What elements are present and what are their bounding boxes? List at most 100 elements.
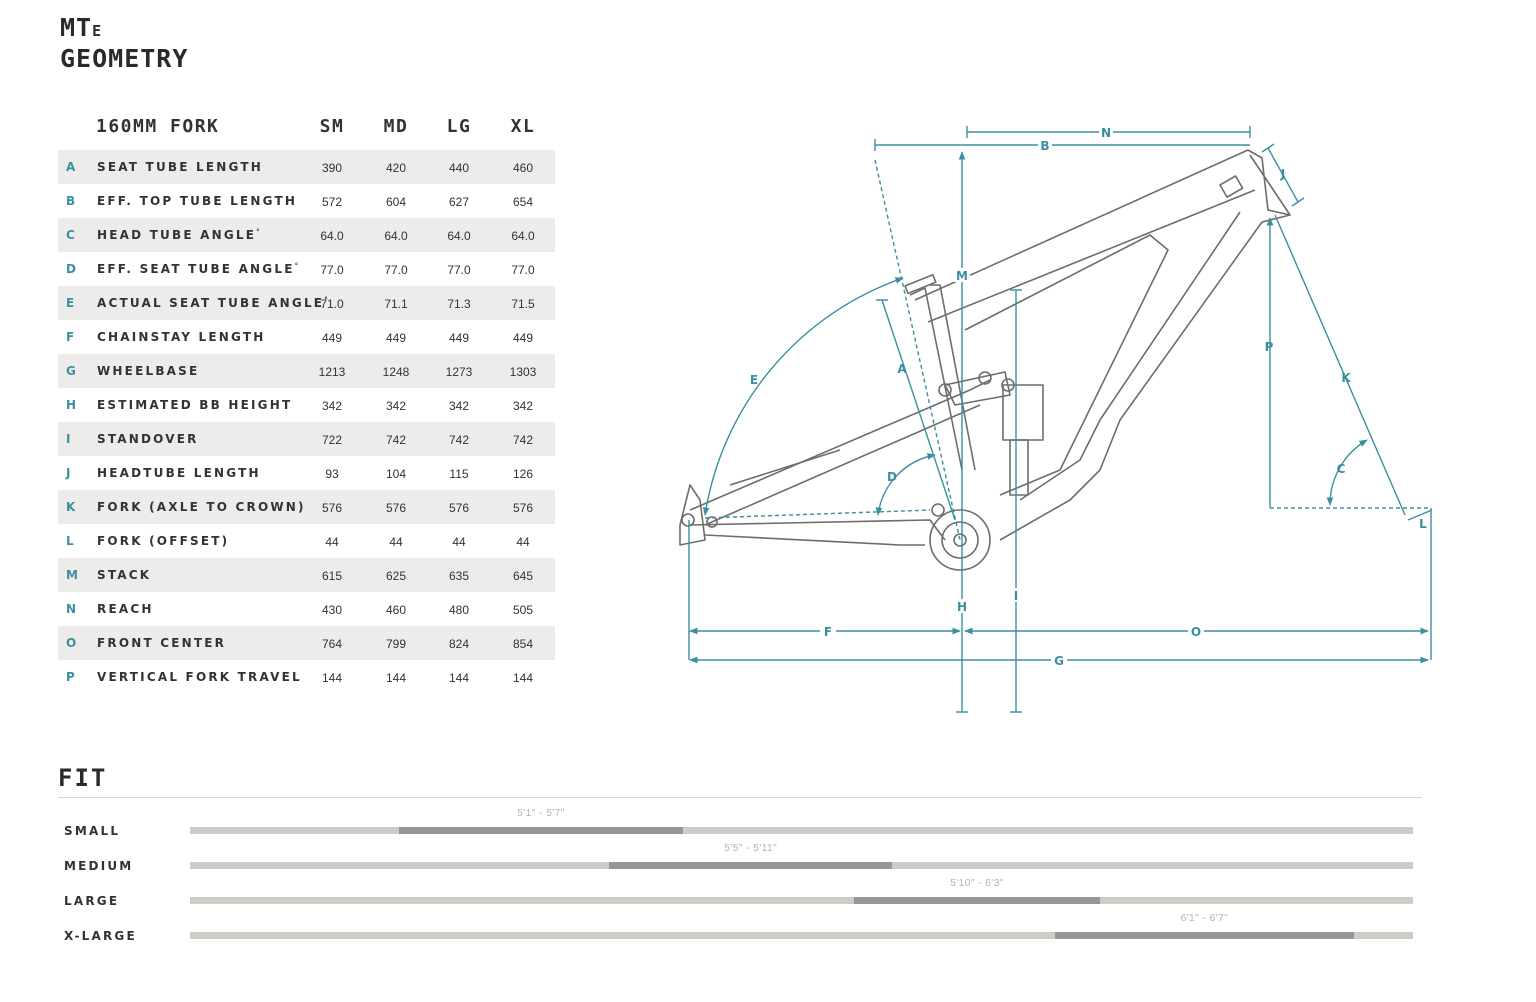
dim-label-m: M bbox=[956, 269, 968, 283]
row-letter: A bbox=[66, 160, 76, 174]
row-value-sm: 1213 bbox=[318, 365, 346, 379]
row-letter: I bbox=[66, 432, 71, 446]
row-label-text: FORK (OFFSET) bbox=[97, 534, 230, 548]
row-letter: B bbox=[66, 194, 76, 208]
fit-range-bar bbox=[854, 897, 1100, 904]
row-value-sm: 93 bbox=[325, 467, 339, 481]
row-value-md: 799 bbox=[385, 637, 407, 651]
row-label-text: HEADTUBE LENGTH bbox=[97, 466, 261, 480]
row-value-md: 576 bbox=[385, 501, 407, 515]
row-value-sm: 342 bbox=[321, 399, 343, 413]
fit-track: 5'10" - 6'3" bbox=[190, 878, 1413, 904]
row-value-xl: 654 bbox=[512, 195, 534, 209]
fit-divider bbox=[58, 797, 1422, 798]
dim-label-e: E bbox=[750, 373, 758, 387]
row-value-lg: 1273 bbox=[445, 365, 473, 379]
dim-label-n: N bbox=[1101, 126, 1111, 140]
dim-label-c: C bbox=[1337, 462, 1346, 476]
row-label: HEADTUBE LENGTH bbox=[97, 466, 261, 480]
row-value-lg: 64.0 bbox=[447, 229, 471, 243]
size-header-sm: SM bbox=[319, 116, 345, 137]
page-heading: GEOMETRY bbox=[60, 44, 189, 73]
dim-label-k: K bbox=[1341, 371, 1351, 385]
row-label-text: STACK bbox=[97, 568, 152, 582]
row-value-lg: 824 bbox=[448, 637, 470, 651]
dim-label-o: O bbox=[1191, 625, 1201, 639]
row-label: EFF. SEAT TUBE ANGLE° bbox=[97, 262, 298, 276]
row-letter: N bbox=[66, 602, 77, 616]
row-value-md: 342 bbox=[385, 399, 407, 413]
row-value-md: 144 bbox=[385, 671, 407, 685]
row-label: ACTUAL SEAT TUBE ANGLE° bbox=[97, 296, 328, 310]
row-value-lg: 115 bbox=[449, 467, 469, 481]
row-value-xl: 460 bbox=[512, 161, 534, 175]
row-label-text: REACH bbox=[97, 602, 154, 616]
fit-track: 6'1" - 6'7" bbox=[190, 913, 1413, 939]
row-letter: H bbox=[66, 398, 77, 412]
row-label-text: STANDOVER bbox=[97, 432, 199, 446]
dim-label-j: J bbox=[1280, 167, 1285, 181]
row-label-text: HEAD TUBE ANGLE bbox=[97, 228, 257, 242]
row-value-sm: 64.0 bbox=[320, 229, 344, 243]
row-value-xl: 126 bbox=[512, 467, 534, 481]
row-letter: K bbox=[66, 500, 76, 514]
fit-title: FIT bbox=[58, 764, 108, 792]
row-value-md: 64.0 bbox=[384, 229, 408, 243]
dim-label-p: P bbox=[1265, 340, 1274, 354]
row-letter: D bbox=[66, 262, 76, 276]
row-value-xl: 576 bbox=[512, 501, 534, 515]
row-label-text: VERTICAL FORK TRAVEL bbox=[97, 670, 302, 684]
row-label: ESTIMATED BB HEIGHT bbox=[97, 398, 292, 412]
row-value-md: 420 bbox=[385, 161, 407, 175]
row-value-lg: 627 bbox=[448, 195, 470, 209]
row-value-lg: 449 bbox=[448, 331, 470, 345]
row-letter: L bbox=[66, 534, 74, 548]
dim-label-l: L bbox=[1419, 517, 1427, 531]
row-label-text: WHEELBASE bbox=[97, 364, 200, 378]
row-value-xl: 449 bbox=[512, 331, 534, 345]
row-label: REACH bbox=[97, 602, 154, 616]
fit-range-bar bbox=[1054, 932, 1355, 939]
fit-range-label: 5'10" - 6'3" bbox=[950, 878, 1004, 889]
row-value-xl: 44 bbox=[516, 535, 530, 549]
fit-range-label: 5'1" - 5'7" bbox=[517, 808, 565, 819]
row-label: FRONT CENTER bbox=[97, 636, 226, 650]
row-label: FORK (AXLE TO CROWN) bbox=[97, 500, 306, 514]
row-value-sm: 430 bbox=[321, 603, 343, 617]
dim-label-b: B bbox=[1040, 139, 1049, 153]
geometry-diagram: N B M A E D J P K C L I H F O G bbox=[679, 125, 1433, 713]
bike-frame bbox=[679, 149, 1291, 571]
fit-track: 5'1" - 5'7" bbox=[190, 808, 1413, 834]
row-letter: F bbox=[66, 330, 75, 344]
row-value-xl: 645 bbox=[512, 569, 534, 583]
dim-label-d: D bbox=[887, 470, 897, 484]
row-label: HEAD TUBE ANGLE° bbox=[97, 228, 260, 242]
row-value-sm: 572 bbox=[321, 195, 343, 209]
row-value-md: 77.0 bbox=[384, 263, 408, 277]
degree-mark: ° bbox=[256, 228, 260, 236]
row-value-sm: 44 bbox=[325, 535, 339, 549]
row-value-lg: 342 bbox=[448, 399, 470, 413]
row-value-md: 625 bbox=[385, 569, 407, 583]
model-name: MT bbox=[60, 13, 93, 42]
row-value-lg: 77.0 bbox=[447, 263, 471, 277]
row-value-md: 1248 bbox=[382, 365, 410, 379]
fork-label: 160MM FORK bbox=[96, 116, 220, 137]
row-letter: M bbox=[66, 568, 78, 582]
dim-label-h: H bbox=[957, 600, 967, 614]
fit-track: 5'5" - 5'11" bbox=[190, 843, 1413, 869]
row-label-text: ESTIMATED BB HEIGHT bbox=[97, 398, 293, 412]
row-value-lg: 44 bbox=[452, 535, 466, 549]
